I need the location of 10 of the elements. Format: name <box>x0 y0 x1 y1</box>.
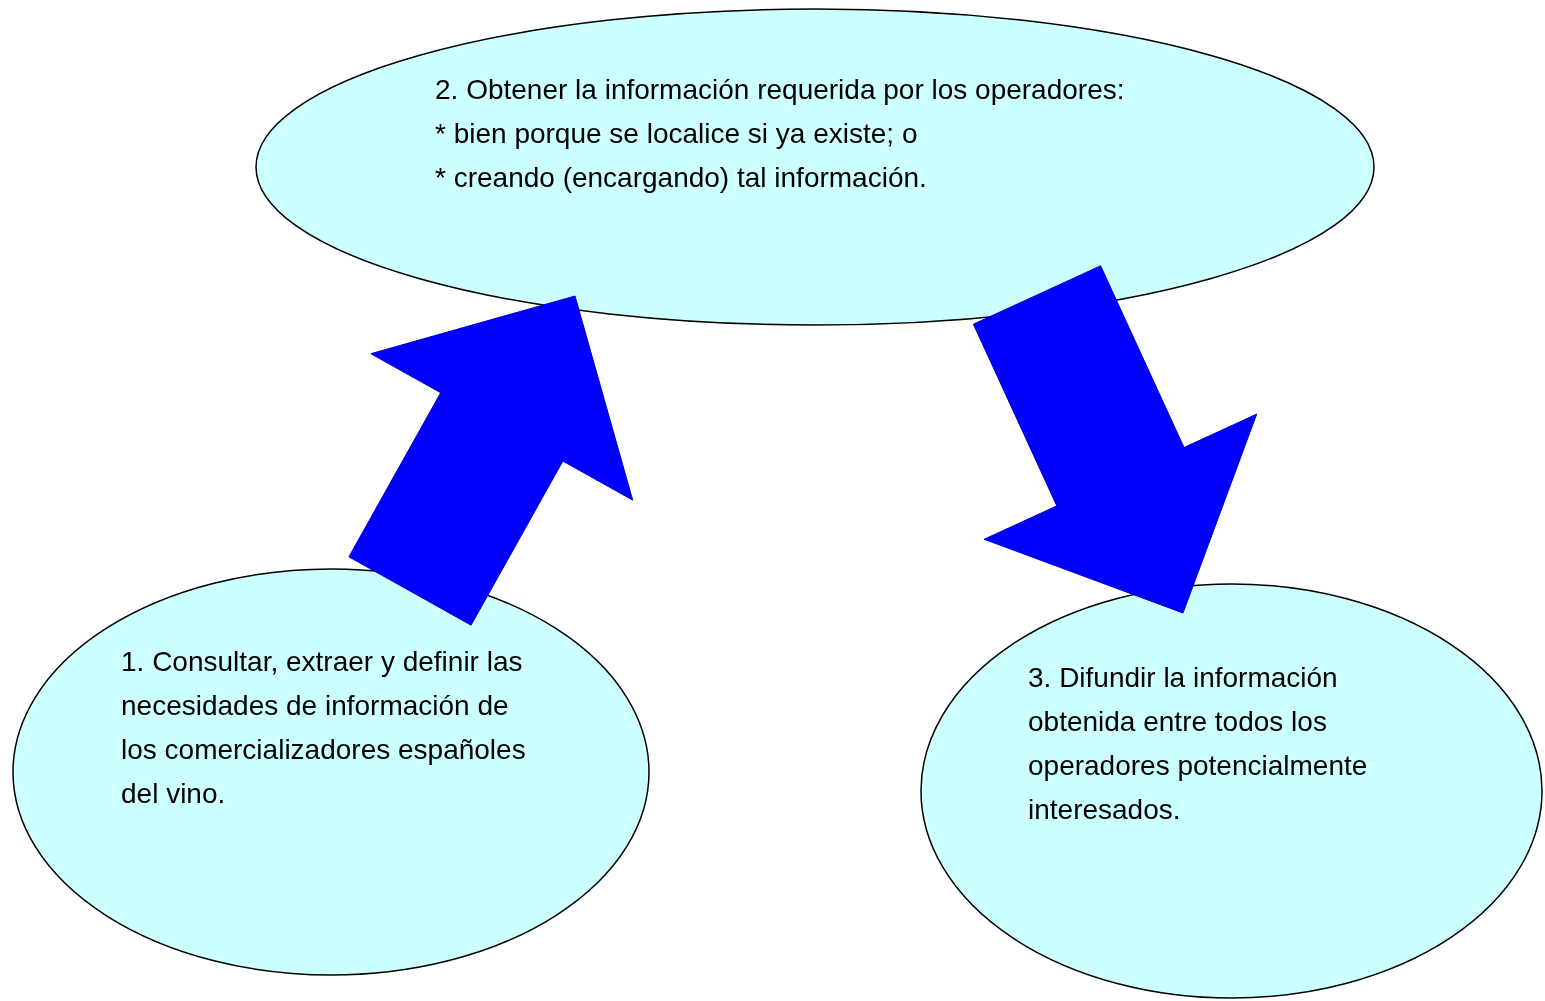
block-arrow <box>972 265 1258 614</box>
process-ellipse <box>920 583 1543 999</box>
step-text: 2. Obtener la información requerida por los operadores: <box>435 73 1126 107</box>
step-text: 1. Consultar, extraer y definir las necesidades de información de los comercializadores españoles del vino. <box>121 645 527 811</box>
process-ellipse <box>255 8 1375 326</box>
step-text: 3. Difundir la información obtenida entre todos los operadores potencialmente interesados. <box>1028 661 1369 827</box>
step-text: * bien porque se localice si ya existe; o <box>435 117 919 151</box>
step-text: * creando (encargando) tal información. <box>435 161 928 195</box>
process-ellipse <box>12 568 650 976</box>
block-arrow <box>348 295 634 626</box>
